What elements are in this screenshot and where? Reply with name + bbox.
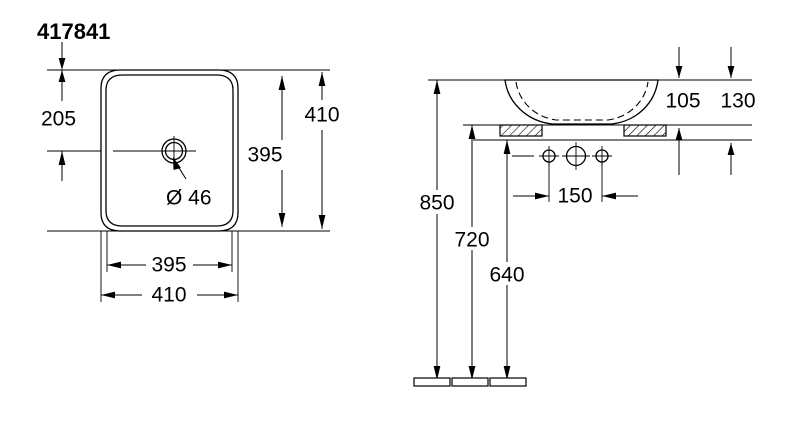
support-pad-left — [499, 124, 543, 137]
dim-label-410-horizontal: 410 — [151, 284, 186, 307]
dim-label-diameter: Ø 46 — [166, 187, 212, 210]
floor-tile-1 — [413, 377, 451, 387]
dim-label-410-vertical: 410 — [304, 104, 339, 127]
diameter-leader-line — [173, 157, 186, 179]
basin-outline-outer — [100, 69, 239, 232]
dim-label-720: 720 — [454, 229, 489, 252]
dim-label-640: 640 — [489, 264, 524, 287]
dim-label-150: 150 — [557, 185, 592, 208]
dim-130-group — [727, 47, 735, 175]
side-view-group: 150 105 130 850 — [413, 47, 756, 387]
floor-tile-2 — [451, 377, 489, 387]
dim-label-205: 205 — [41, 108, 76, 131]
dim-395-horizontal-group — [107, 261, 232, 269]
dim-395-vertical-group — [278, 76, 286, 227]
support-pad-right — [623, 124, 667, 137]
dim-label-105: 105 — [665, 90, 700, 113]
basin-outline-inner-rim — [105, 74, 234, 227]
plan-view-group: Ø 46 205 395 — [41, 69, 340, 307]
dim-410-vertical-group — [318, 72, 326, 229]
dim-205-group — [47, 70, 101, 181]
basin-bowl-outline — [504, 79, 659, 125]
title-leader-arrow — [58, 42, 66, 70]
dim-label-395-vertical: 395 — [247, 144, 282, 167]
dim-label-850: 850 — [419, 192, 454, 215]
dim-640-group — [503, 140, 511, 380]
dim-label-130: 130 — [720, 90, 755, 113]
dim-105-group — [675, 47, 683, 175]
basin-inner-surface-dashed — [515, 81, 649, 121]
dim-850-group — [433, 80, 441, 380]
floor-tile-3 — [489, 377, 527, 387]
dim-label-395-horizontal: 395 — [151, 254, 186, 277]
dim-150-group — [513, 192, 638, 200]
tap-hole-center-icon — [562, 142, 590, 170]
floor-tiles-group — [413, 377, 527, 387]
page-title: 417841 — [37, 19, 110, 44]
dim-720-group — [468, 125, 476, 380]
dim-410-horizontal-group — [101, 291, 238, 299]
